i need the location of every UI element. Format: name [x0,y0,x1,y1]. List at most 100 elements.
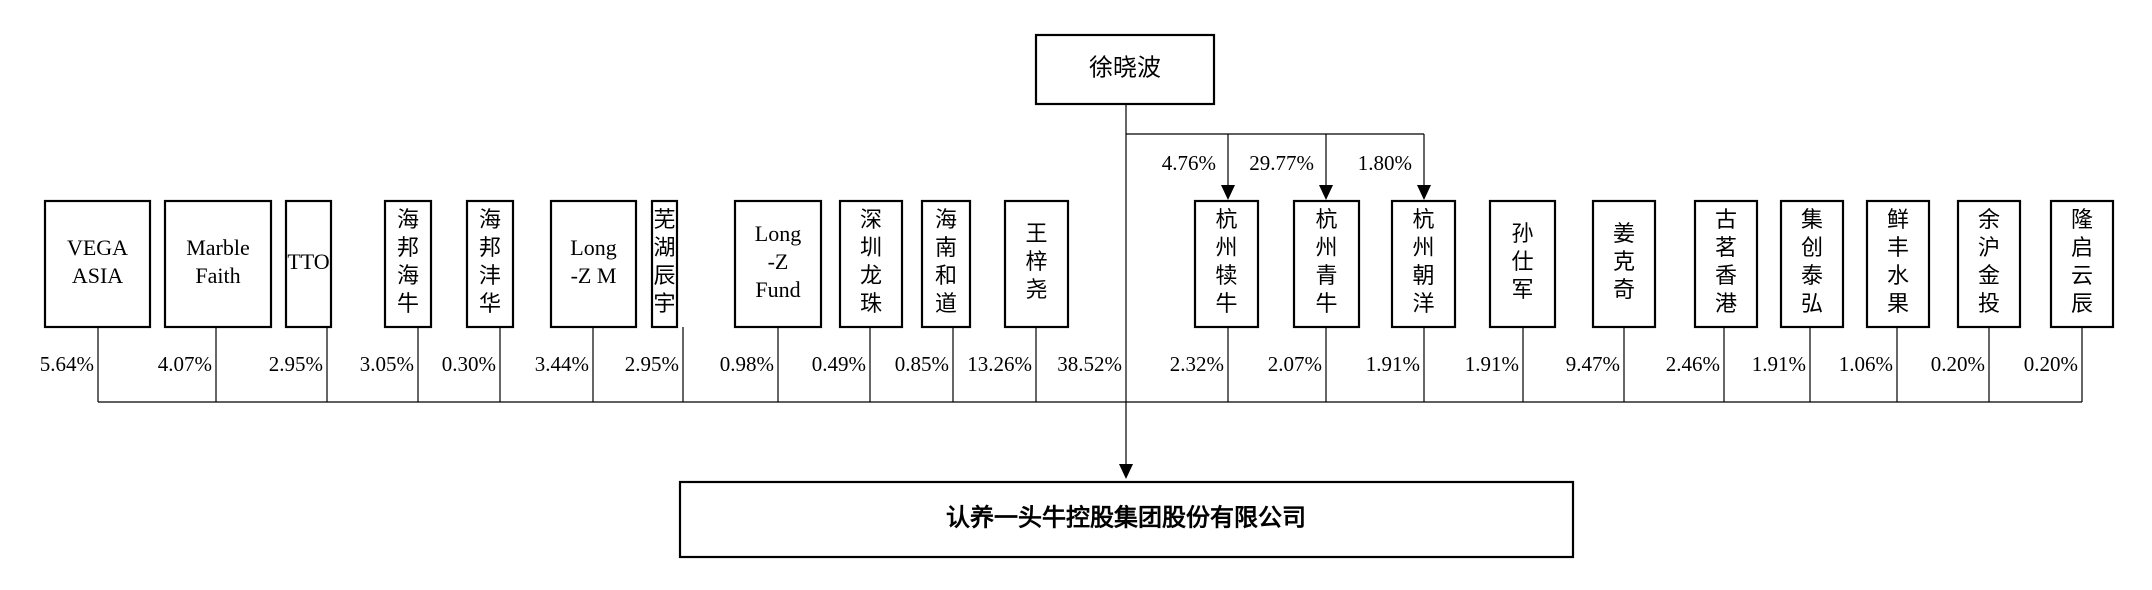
shareholder-box [1591,199,1657,329]
shareholder-percentage: 1.06% [1839,352,1893,376]
shareholder-name-line: 创 [1801,235,1823,260]
shareholder-name-line: Fund [755,277,800,302]
shareholder-name-line: 仕 [1511,249,1533,274]
shareholder-percentage: 4.07% [158,352,212,376]
shareholder-percentage: 2.07% [1268,352,1322,376]
shareholder-percentage: 38.52% [1057,352,1122,376]
shareholder-box [43,199,152,329]
shareholder-name-line: VEGA [67,235,128,260]
shareholder-percentage: 0.30% [442,352,496,376]
company-box [678,480,1575,559]
top-link-percentage: 4.76% [1162,151,1216,175]
shareholder-name-line: 尧 [1025,277,1047,302]
shareholder-name-line: 余 [1978,207,2000,232]
shareholder-name-line: 和 [935,263,957,288]
shareholder-box [1956,199,2022,329]
shareholder-percentage: 0.98% [720,352,774,376]
shareholder-percentage: 1.91% [1465,352,1519,376]
top-link-percentage: 29.77% [1249,151,1314,175]
shareholder-name-line: 投 [1978,291,2000,316]
shareholder-name-line: 集 [1801,207,1823,232]
shareholder-box [1488,199,1557,329]
percentage-labels: 4.76%29.77%1.80%5.64%4.07%2.95%3.05%0.30… [40,151,2078,376]
shareholder-name-line: 沣 [479,263,501,288]
shareholder-box [733,199,823,329]
shareholder-name-line: 湖 [653,235,675,260]
shareholder-name-line: 宇 [653,291,675,316]
shareholder-name-line: 芜 [653,207,675,232]
shareholder-name-line: 州 [1315,235,1337,260]
shareholder-name-line: 鲜 [1887,207,1909,232]
shareholder-name-line: 克 [1613,249,1635,274]
shareholder-name-line: 杭 [1215,207,1237,232]
shareholder-box [1779,199,1845,329]
shareholder-name-line: 深 [860,207,882,232]
shareholder-name-line: 隆 [2071,207,2093,232]
top-person-box [1034,33,1216,106]
shareholder-name-line: Marble [186,235,250,260]
shareholder-name-line: 孙 [1511,221,1533,246]
shareholder-box [1693,199,1759,329]
shareholder-name-line: 邦 [397,235,419,260]
shareholder-name-line: 果 [1887,291,1909,316]
shareholder-name-line: -Z [768,249,789,274]
shareholder-name-line: 青 [1315,263,1337,288]
shareholder-name-line: 海 [479,207,501,232]
shareholder-name-line: 道 [935,291,957,316]
shareholder-name-line: 辰 [2071,291,2093,316]
top-link-percentage: 1.80% [1358,151,1412,175]
shareholder-name-line: 杭 [1412,207,1434,232]
shareholder-box [1003,199,1070,329]
shareholder-name-line: 沪 [1978,235,2000,260]
shareholder-name-line: Long [755,221,801,246]
shareholder-name-line: 海 [935,207,957,232]
shareholder-percentage: 2.32% [1170,352,1224,376]
shareholder-name-line: 南 [935,235,957,260]
shareholder-percentage: 2.95% [269,352,323,376]
top-branch-arrow [1319,185,1333,200]
shareholder-name-line: 珠 [860,291,882,316]
shareholder-percentage: 2.95% [625,352,679,376]
shareholder-name-line: 香 [1715,263,1737,288]
shareholder-name-line: 姜 [1613,221,1635,246]
shareholder-name-line: 华 [479,291,501,316]
shareholder-name-line: 弘 [1801,291,1823,316]
shareholder-percentage: 1.91% [1752,352,1806,376]
shareholder-name-line: 州 [1412,235,1434,260]
shareholder-name-line: Long [570,235,616,260]
shareholder-name-line: 古 [1715,207,1737,232]
shareholder-name-line: 杭 [1315,207,1337,232]
shareholder-name-line: ASIA [72,263,123,288]
shareholder-name-line: 邦 [479,235,501,260]
shareholder-name-line: 云 [2071,263,2093,288]
shareholder-box [1193,199,1260,329]
shareholder-percentage: 2.46% [1666,352,1720,376]
shareholder-name-line: 朝 [1412,263,1434,288]
shareholder-percentage: 1.91% [1366,352,1420,376]
shareholder-percentage: 13.26% [967,352,1032,376]
shareholder-name-line: 牛 [1315,291,1337,316]
shareholder-name-line: TTO [287,249,329,274]
shareholder-name-line: 海 [397,263,419,288]
shareholder-box [284,199,333,329]
shareholder-name-line: 奇 [1613,277,1635,302]
shareholder-name-line: 牛 [1215,291,1237,316]
shareholder-box [163,199,273,329]
shareholder-box [1865,199,1931,329]
shareholder-name-line: 辰 [653,263,675,288]
shareholder-percentage: 9.47% [1566,352,1620,376]
shareholder-name-line: -Z M [571,263,617,288]
shareholder-percentage: 0.49% [812,352,866,376]
shareholder-box [838,199,904,329]
shareholder-name-line: 圳 [860,235,882,260]
shareholder-box [1390,199,1457,329]
top-branch-arrow [1221,185,1235,200]
shareholder-name-line: 龙 [860,263,882,288]
shareholder-name-line: 犊 [1215,263,1237,288]
shareholder-name-line: 王 [1025,221,1047,246]
shareholder-name-line: 牛 [397,291,419,316]
shareholder-name-line: 金 [1978,263,2000,288]
shareholder-box [383,199,433,329]
shareholder-name-line: 丰 [1887,235,1909,260]
shareholder-percentage: 0.20% [2024,352,2078,376]
